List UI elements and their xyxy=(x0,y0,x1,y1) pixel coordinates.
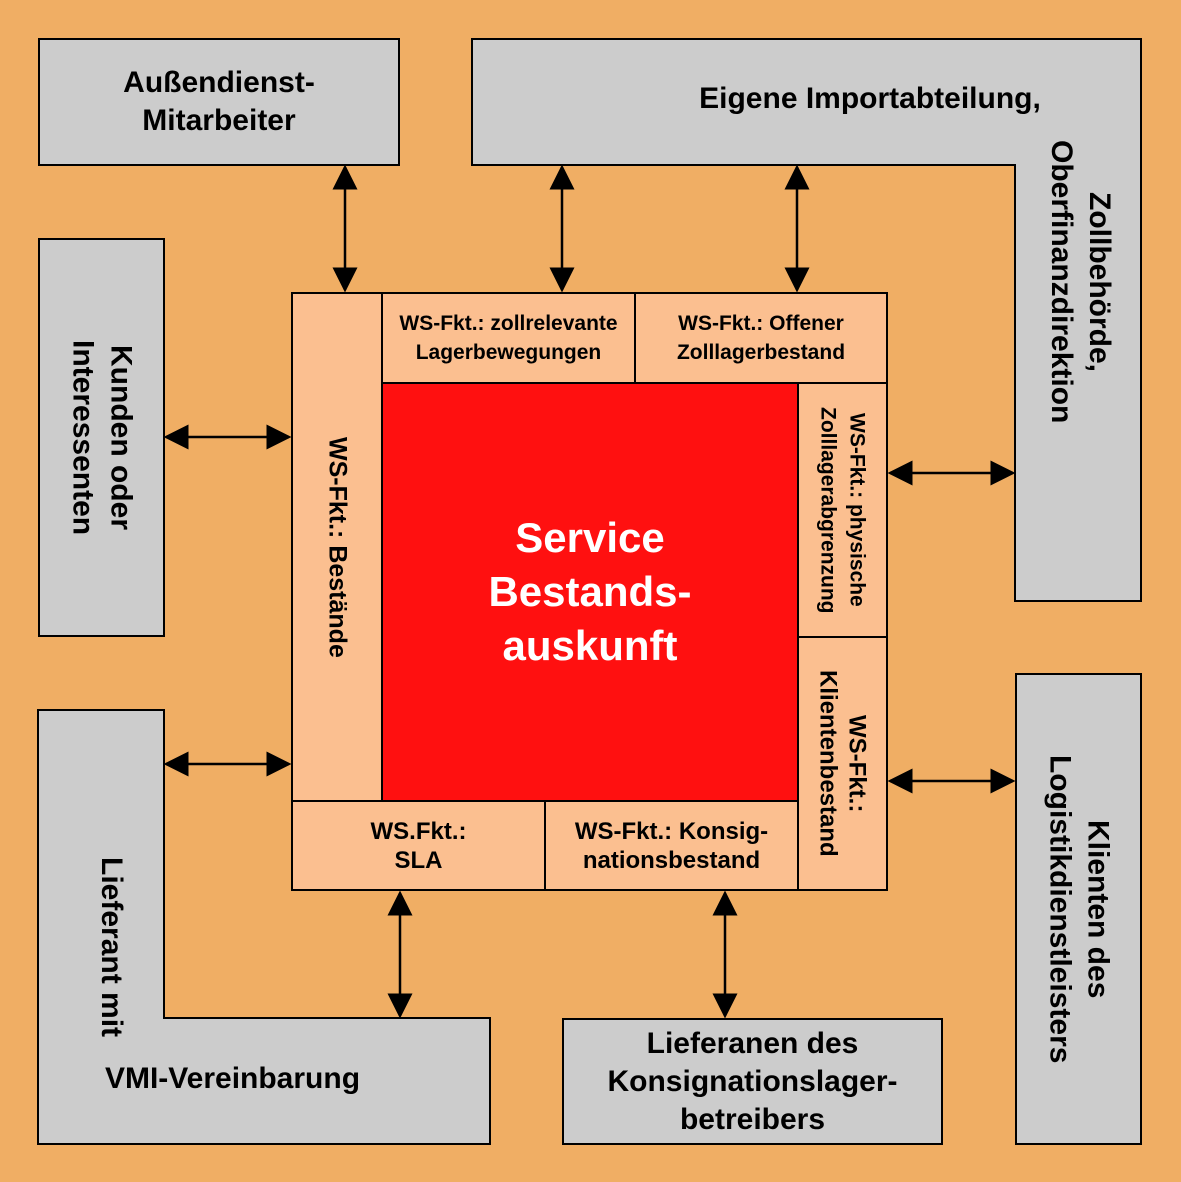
core-title: Service Bestands- auskunft xyxy=(488,514,692,669)
box-konsignation: Lieferanen des Konsignationslager- betre… xyxy=(562,1018,943,1145)
fn-klientenbestand: WS-Fkt.: Klientenbestand xyxy=(797,636,888,891)
core-service: Service Bestands- auskunft xyxy=(381,382,799,802)
zollrelevant-label: WS-Fkt.: zollrelevante Lagerbewegungen xyxy=(399,312,618,364)
fn-konsig: WS-Fkt.: Konsig- nationsbestand xyxy=(544,800,799,891)
lieferant-l-shape xyxy=(37,709,491,1145)
fn-sla: WS.Fkt.: SLA xyxy=(291,800,546,891)
box-kunden: Kunden oder Interessenten xyxy=(38,238,165,637)
lieferant-side-label: Lieferant mit xyxy=(95,857,128,1038)
lieferant-bottom-label: VMI-Vereinbarung xyxy=(104,1062,361,1095)
fn-physische: WS-Fkt.: physische Zolllagerabgrenzung xyxy=(797,382,888,638)
offener-label: WS-Fkt.: Offener Zolllagerbestand xyxy=(676,312,846,364)
konsig-label: WS-Fkt.: Konsig- nationsbestand xyxy=(574,817,769,874)
kunden-label: Kunden oder Interessenten xyxy=(66,339,138,536)
import-top-label: Eigene Importabteilung, xyxy=(699,82,1041,115)
sla-label: WS.Fkt.: SLA xyxy=(370,817,467,874)
physische-label: WS-Fkt.: physische Zolllagerabgrenzung xyxy=(816,406,869,614)
box-aussendienst: Außendienst- Mitarbeiter xyxy=(38,38,400,166)
fn-bestaende: WS-Fkt.: Bestände xyxy=(291,292,383,802)
fn-zollrelevant: WS-Fkt.: zollrelevante Lagerbewegungen xyxy=(381,292,636,384)
aussendienst-label: Außendienst- Mitarbeiter xyxy=(123,66,315,137)
box-klienten: Klienten des Logistikdienstleisters xyxy=(1015,673,1142,1145)
import-side-label: Zollbehörde, Oberfinanzdirektion xyxy=(1045,140,1116,424)
klientenbestand-label: WS-Fkt.: Klientenbestand xyxy=(814,670,871,857)
klienten-label: Klienten des Logistikdienstleisters xyxy=(1043,754,1115,1064)
fn-offener: WS-Fkt.: Offener Zolllagerbestand xyxy=(634,292,888,384)
konsignation-label: Lieferanen des Konsignationslager- betre… xyxy=(607,1026,898,1136)
bestaende-label: WS-Fkt.: Bestände xyxy=(323,436,352,658)
